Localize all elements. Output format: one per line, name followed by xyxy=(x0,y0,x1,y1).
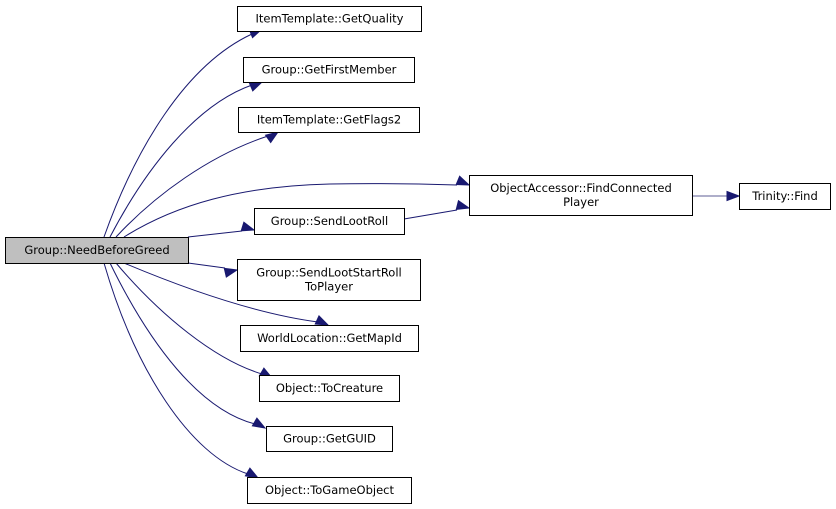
edge-root-to-getguid xyxy=(109,262,267,429)
node-getmapid[interactable]: WorldLocation::GetMapId xyxy=(240,325,419,352)
node-box[interactable] xyxy=(254,208,405,235)
node-label: ItemTemplate::GetQuality xyxy=(256,12,404,26)
edge-line xyxy=(115,135,269,238)
node-label: Group::GetFirstMember xyxy=(262,63,397,77)
edge-root-to-getmapid xyxy=(123,262,330,326)
node-root[interactable]: Group::NeedBeforeGreed xyxy=(5,237,189,264)
node-tocreature[interactable]: Object::ToCreature xyxy=(259,375,400,402)
edge-line xyxy=(187,262,226,269)
node-label: Group::SendLootStartRoll xyxy=(256,266,402,280)
edges-layer xyxy=(103,28,741,479)
node-label: Object::ToGameObject xyxy=(265,483,394,497)
arrowhead-icon xyxy=(248,81,264,92)
edge-line xyxy=(109,262,256,425)
node-label: Object::ToCreature xyxy=(276,381,383,395)
node-box[interactable] xyxy=(247,477,412,504)
node-label: Group::GetGUID xyxy=(283,432,376,446)
nodes-layer: Group::NeedBeforeGreed ItemTemplate::GetQ… xyxy=(5,6,831,504)
edge-root-to-getflags2 xyxy=(115,131,280,238)
node-label: Player xyxy=(563,195,599,209)
edge-line xyxy=(109,84,253,238)
node-getflags2[interactable]: ItemTemplate::GetFlags2 xyxy=(238,107,420,133)
node-box[interactable] xyxy=(237,6,422,32)
arrowhead-icon xyxy=(251,417,267,429)
arrowhead-icon xyxy=(726,190,741,202)
edge-line xyxy=(103,262,249,475)
node-getquality[interactable]: ItemTemplate::GetQuality xyxy=(237,6,422,32)
node-sendlootroll[interactable]: Group::SendLootRoll xyxy=(254,208,405,235)
node-label: Group::SendLootRoll xyxy=(271,214,388,228)
arrowhead-icon xyxy=(240,221,256,232)
node-label: Group::NeedBeforeGreed xyxy=(24,243,169,257)
arrowhead-icon xyxy=(244,467,260,479)
edge-root-to-getfirstmember xyxy=(109,81,264,238)
node-label: ObjectAccessor::FindConnected xyxy=(490,181,672,195)
edge-line xyxy=(103,33,253,238)
node-label: ToPlayer xyxy=(304,280,353,294)
node-label: ItemTemplate::GetFlags2 xyxy=(257,113,401,127)
edge-root-to-sendlootstartroll xyxy=(187,262,239,278)
arrowhead-icon xyxy=(314,315,330,326)
edge-line xyxy=(123,262,319,323)
edge-line xyxy=(123,183,458,238)
edge-root-to-sendlootroll xyxy=(187,221,256,238)
node-box[interactable] xyxy=(243,57,415,83)
edge-line xyxy=(187,230,243,238)
node-label: WorldLocation::GetMapId xyxy=(257,331,402,345)
edge-root-to-findconnected xyxy=(123,175,471,238)
node-getfirstmember[interactable]: Group::GetFirstMember xyxy=(243,57,415,83)
edge-findconnected-to-trinityfind xyxy=(692,190,741,202)
edge-sendlootroll-to-findconnected xyxy=(403,199,471,220)
node-box[interactable] xyxy=(259,375,400,402)
arrowhead-icon xyxy=(455,175,471,186)
node-box[interactable] xyxy=(5,237,189,264)
node-getguid[interactable]: Group::GetGUID xyxy=(266,426,393,452)
node-box[interactable] xyxy=(469,175,693,216)
edge-root-to-togameobject xyxy=(103,262,260,479)
arrowhead-icon xyxy=(455,199,471,211)
node-box[interactable] xyxy=(238,107,420,133)
node-trinityfind[interactable]: Trinity::Find xyxy=(739,183,831,210)
arrowhead-icon xyxy=(223,267,239,278)
node-togameobject[interactable]: Object::ToGameObject xyxy=(247,477,412,504)
arrowhead-icon xyxy=(264,131,280,144)
node-box[interactable] xyxy=(739,183,831,210)
node-box[interactable] xyxy=(266,426,393,452)
node-box[interactable] xyxy=(237,259,421,301)
node-label: Trinity::Find xyxy=(751,189,818,203)
node-box[interactable] xyxy=(240,325,419,352)
edge-line xyxy=(403,209,458,220)
edge-line xyxy=(115,262,263,375)
